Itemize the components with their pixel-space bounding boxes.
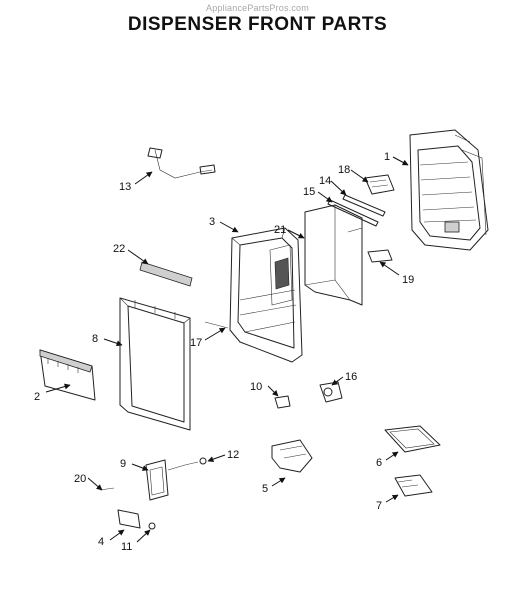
part-18-bracket[interactable]: [364, 174, 395, 195]
part-21-duct[interactable]: [304, 204, 363, 306]
part-8-panel[interactable]: [119, 297, 191, 431]
part-13-harness[interactable]: [147, 147, 216, 179]
diagram-title: DISPENSER FRONT PARTS: [127, 14, 388, 35]
callout-14: 14: [319, 175, 331, 187]
callout-12: 12: [227, 449, 239, 461]
callout-20: 20: [74, 473, 86, 485]
callout-10: 10: [250, 381, 262, 393]
callout-labels: 1 2 3 4 5 6 7 8 9 10 11 12 13 14 15 16 1…: [34, 151, 414, 553]
part-4-plate[interactable]: [117, 509, 141, 529]
part-11-screw[interactable]: [148, 522, 156, 530]
part-3-frame[interactable]: [229, 227, 303, 363]
callout-18: 18: [338, 164, 350, 176]
leader-lines: [45, 156, 409, 543]
part-14-strip[interactable]: [342, 194, 386, 217]
part-19-block[interactable]: [367, 249, 393, 263]
part-7-insert[interactable]: [394, 474, 433, 497]
part-2-lens[interactable]: [39, 349, 96, 401]
callout-7: 7: [376, 500, 382, 512]
callout-4: 4: [98, 536, 104, 548]
callout-2: 2: [34, 391, 40, 403]
callout-6: 6: [376, 457, 382, 469]
part-17-film[interactable]: [204, 321, 229, 329]
watermark: AppliancePartsPros.com: [206, 3, 309, 13]
part-5-switch[interactable]: [271, 439, 313, 473]
callout-21: 21: [274, 224, 286, 236]
callout-13: 13: [119, 181, 131, 193]
part-6-tray[interactable]: [384, 425, 441, 453]
callout-8: 8: [92, 333, 98, 345]
part-10-clip[interactable]: [274, 395, 291, 409]
callout-17: 17: [190, 337, 202, 349]
part-16-actuator[interactable]: [319, 381, 343, 403]
callout-19: 19: [402, 274, 414, 286]
callout-5: 5: [262, 483, 268, 495]
callout-3: 3: [209, 216, 215, 228]
callout-16: 16: [345, 371, 357, 383]
part-9-paddle[interactable]: [145, 459, 169, 501]
part-12-spring[interactable]: [167, 457, 207, 471]
callout-11: 11: [121, 541, 132, 553]
part-1-housing[interactable]: [409, 129, 489, 251]
callout-9: 9: [120, 458, 126, 470]
part-15-trim[interactable]: [327, 199, 379, 227]
callout-22: 22: [113, 243, 125, 255]
callout-1: 1: [384, 151, 390, 163]
callout-15: 15: [303, 186, 315, 198]
part-22-strip[interactable]: [139, 261, 193, 287]
